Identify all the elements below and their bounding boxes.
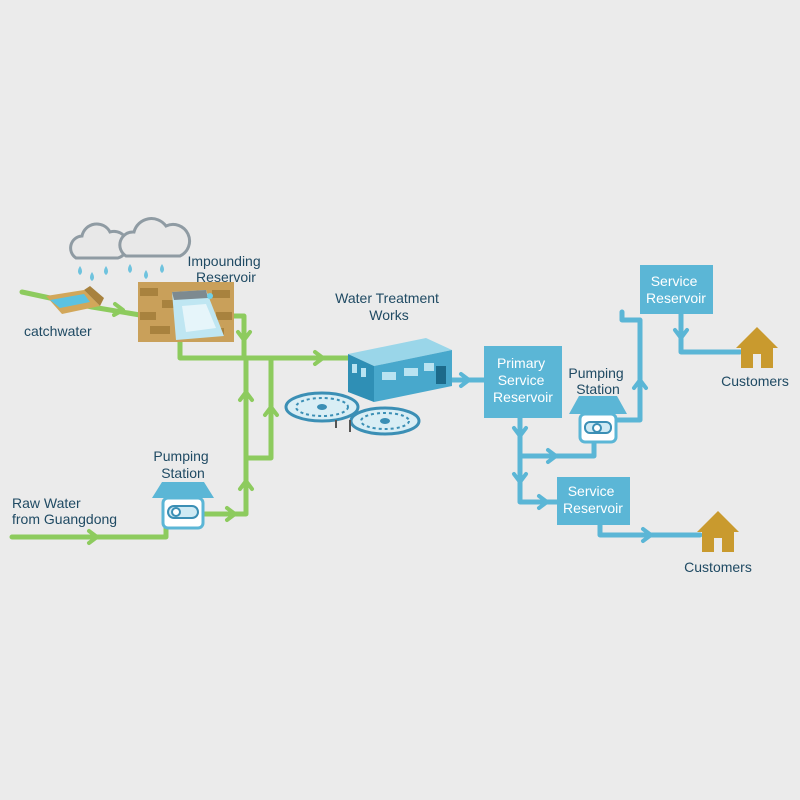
pumping-station-raw-label: Pumping Station <box>153 448 212 481</box>
raw-water-label: Raw Water from Guangdong <box>12 495 117 527</box>
pump-house-icon <box>152 482 214 530</box>
pipe-primary-to-pump <box>517 437 597 459</box>
customers-top-label: Customers <box>721 373 789 389</box>
pipe-branch-loop <box>243 355 274 461</box>
treated-water-arrows <box>459 328 689 543</box>
flow-arrow-icon <box>632 378 648 390</box>
flow-arrow-icon <box>238 479 254 491</box>
clarifier-tank-icon <box>349 406 421 436</box>
flow-arrow-icon <box>112 302 125 317</box>
pipe-pump-up <box>608 309 643 423</box>
pipe-bottom-service-to-customers <box>597 522 703 538</box>
flow-arrow-icon <box>236 330 252 342</box>
clarifier-tank-icon <box>284 391 360 423</box>
treated-water-pipes <box>427 309 743 538</box>
house-icon <box>736 327 778 368</box>
catchwater-channel-icon <box>46 286 104 314</box>
flow-arrow-icon <box>546 448 558 464</box>
water-treatment-works-label: Water Treatment Works <box>335 290 443 323</box>
dam-icon <box>138 282 234 342</box>
customers-bottom-label: Customers <box>684 559 752 575</box>
pipe-top-service-to-customers <box>678 311 743 355</box>
service-reservoir-bottom-label: Service Reservoir <box>563 483 623 516</box>
impounding-reservoir-label: Impounding Reservoir <box>187 253 264 285</box>
house-icon <box>697 511 739 552</box>
flow-arrow-icon <box>673 328 689 340</box>
flow-arrow-icon <box>512 472 528 484</box>
service-reservoir-bottom-box <box>557 477 630 525</box>
flow-arrow-icon <box>641 527 653 543</box>
pipe-pump-out <box>200 355 249 517</box>
service-reservoir-top-label: Service Reservoir <box>646 273 706 306</box>
flow-arrow-icon <box>512 426 528 438</box>
flow-arrow-icon <box>238 390 254 402</box>
primary-service-reservoir-box <box>484 346 562 418</box>
flow-arrow-icon <box>263 405 279 417</box>
clarifier-connector <box>335 420 351 432</box>
treatment-building-icon <box>348 338 452 402</box>
primary-service-reservoir-label: Primary Service Reservoir <box>493 355 553 405</box>
service-reservoir-top-box <box>640 265 713 314</box>
catchwater-label: catchwater <box>24 323 92 339</box>
cloud-icon <box>118 217 192 258</box>
flow-arrow-icon <box>537 494 549 510</box>
rain-icon <box>78 264 164 281</box>
pumping-station-treated-label: Pumping Station <box>568 365 627 397</box>
flow-arrow-icon <box>459 372 471 388</box>
flow-arrow-icon <box>225 506 237 522</box>
raw-water-arrows <box>87 302 325 545</box>
flow-arrow-icon <box>87 529 99 545</box>
flow-arrow-icon <box>313 350 325 366</box>
pump-house-icon <box>569 396 627 444</box>
